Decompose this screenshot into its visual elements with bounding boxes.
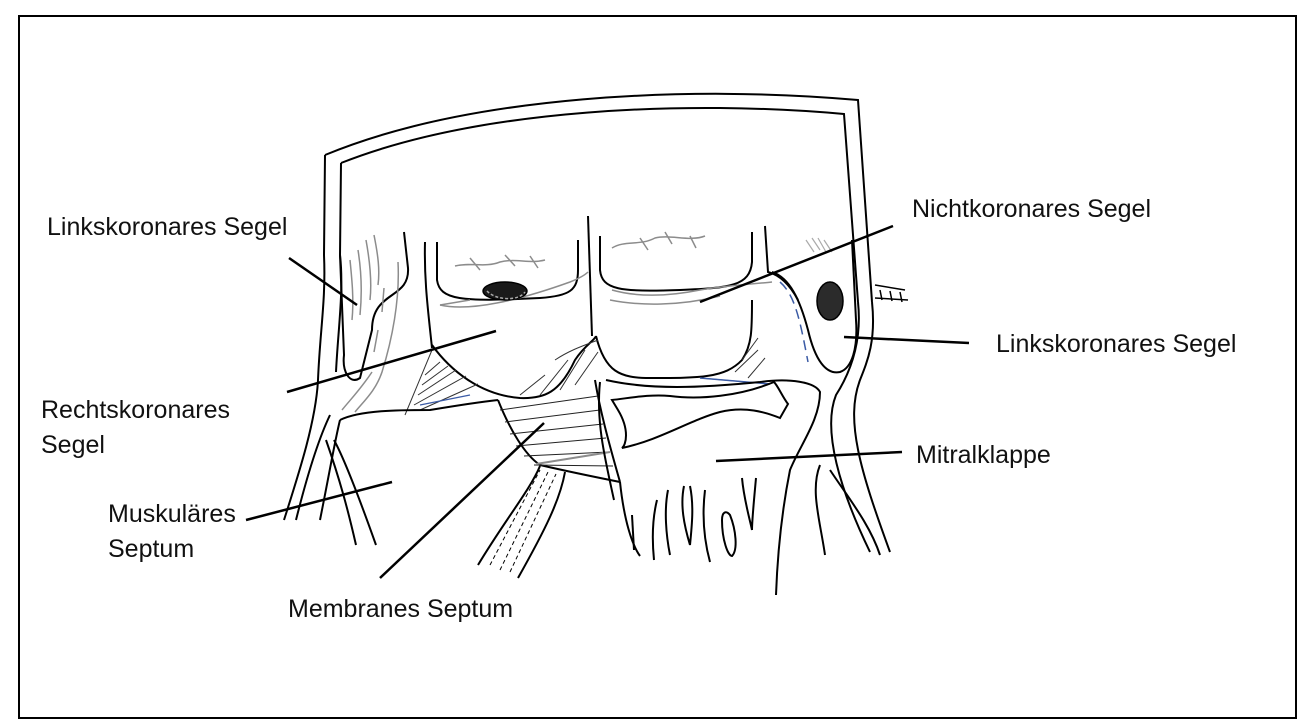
leader-left-right [844, 337, 969, 343]
hatched-region-center [520, 340, 598, 395]
gray-hatch-top-right [806, 238, 832, 252]
label-muscular-1: Muskuläres [108, 500, 236, 528]
label-right-coronary-2: Segel [41, 431, 105, 459]
label-left-coronary-right: Linkskoronares Segel [996, 330, 1236, 358]
membranous-septum-stripes [500, 396, 613, 466]
leader-noncoronary [700, 226, 893, 302]
leader-mitral [716, 452, 902, 461]
hatched-region-left [405, 350, 478, 415]
label-muscular-2: Septum [108, 535, 194, 563]
left-coronary-cusp-right [772, 240, 856, 372]
aorta-wall [284, 94, 890, 552]
label-noncoronary: Nichtkoronares Segel [912, 195, 1151, 223]
noncoronary-gray-detail [610, 232, 772, 304]
blue-line-left [420, 395, 470, 405]
figure-frame [19, 16, 1296, 718]
muscular-septum-dashes [490, 470, 556, 572]
mitral-valve [599, 380, 820, 595]
blue-line-right [700, 378, 770, 384]
muscular-septum [296, 400, 565, 578]
hatched-region-right [700, 338, 770, 384]
leader-muscular [246, 482, 392, 520]
coronary-artery-stub [875, 285, 908, 302]
coronary-ostium-right [483, 282, 527, 300]
left-cusp-gray-detail [342, 235, 398, 412]
leader-lines [246, 226, 969, 578]
label-mitral: Mitralklappe [916, 441, 1051, 469]
labels: Linkskoronares Segel Rechtskoronares Seg… [41, 195, 1236, 623]
label-right-coronary-1: Rechtskoronares [41, 396, 230, 424]
chordae-tendineae [632, 478, 756, 562]
coronary-ostium-left [817, 282, 843, 320]
label-left-coronary-top: Linkskoronares Segel [47, 213, 287, 241]
label-membranous: Membranes Septum [288, 595, 513, 623]
right-wall-lines [816, 465, 880, 555]
